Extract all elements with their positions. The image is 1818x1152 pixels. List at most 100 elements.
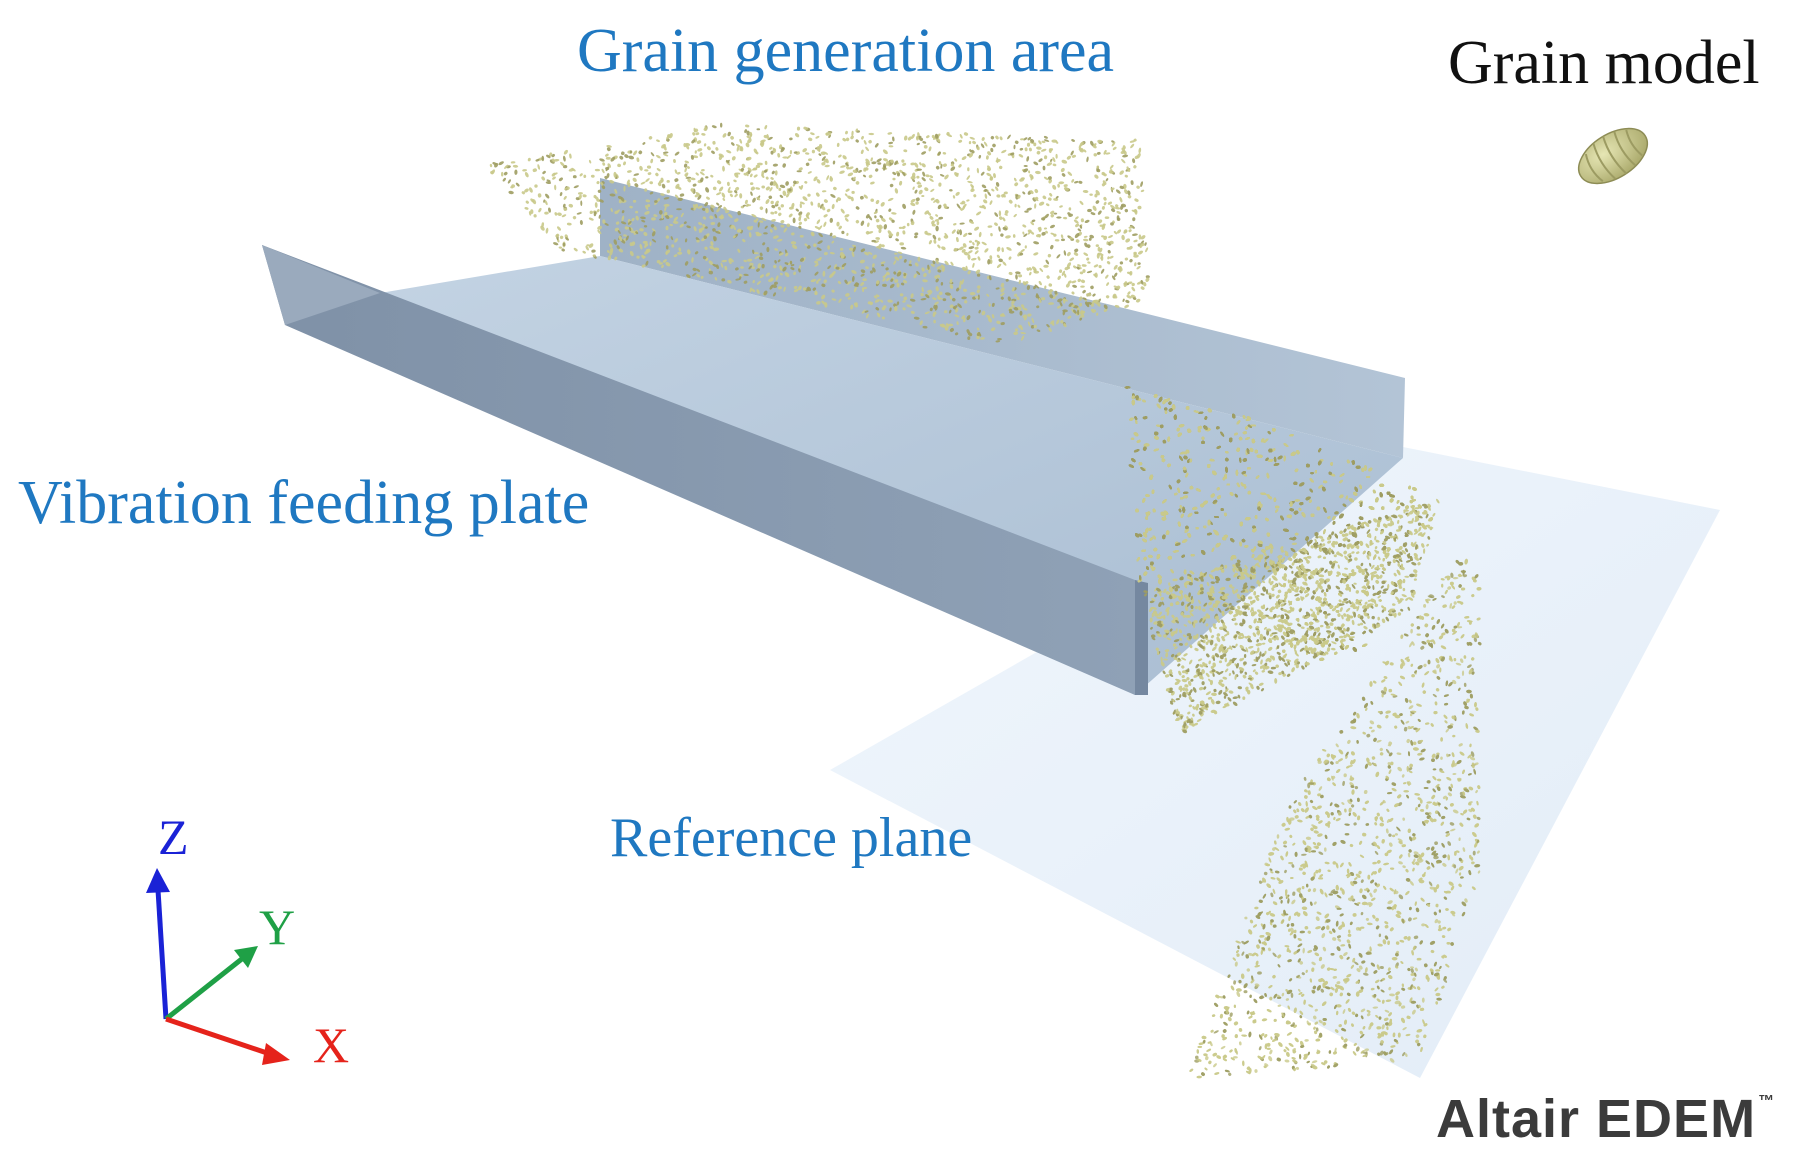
grain-particle [1086,257,1090,261]
grain-particle [981,137,985,141]
grain-particle [1045,259,1050,265]
grain-particle [1095,244,1099,248]
grain-particle [1052,157,1056,163]
grain-particle [594,202,598,208]
grain-particle [1134,262,1137,267]
grain-particle [956,237,959,243]
grain-particle [703,143,707,147]
grain-particle [1054,239,1060,242]
grain-particle [1000,233,1004,237]
grain-particle [974,226,980,231]
grain-particle [750,186,755,191]
grain-particle [795,208,799,212]
grain-particle [1097,210,1102,215]
grain-particle [569,153,572,159]
grain-particle [666,189,671,194]
grain-particle [576,212,582,215]
grain-particle [1033,252,1039,256]
grain-particle [1078,180,1083,184]
grain-particle [1105,178,1109,182]
grain-particle [860,195,864,200]
grain-particle [1024,147,1028,152]
grain-particle [901,159,905,163]
grain-particle [816,219,821,225]
grain-particle [912,209,916,215]
grain-particle [921,177,926,182]
grain-particle [1038,158,1043,163]
grain-particle [1056,254,1061,259]
grain-particle [817,278,821,282]
grain-particle [914,232,919,236]
grain-particle [772,163,778,167]
grain-particle [537,193,542,198]
grain-particle [824,164,830,168]
grain-particle [914,189,918,194]
grain-particle [845,130,848,135]
grain-particle [583,174,587,178]
grain-particle [924,187,929,192]
grain-particle [1061,238,1065,242]
reference-plane [830,446,1720,1078]
grain-particle [1022,231,1025,235]
grain-particle [896,283,900,288]
grain-particle [1137,262,1141,266]
grain-particle [1145,247,1149,253]
grain-particle [1096,312,1099,316]
grain-particle [791,232,795,236]
grain-particle [928,178,934,182]
grain-particle [601,168,605,174]
grain-particle [648,136,653,140]
grain-particle [597,189,602,193]
grain-particle [1066,155,1071,160]
grain-particle [788,206,794,210]
grain-particle [719,122,723,128]
grain-particle [632,199,637,203]
grain-particle [1066,283,1070,288]
grain-particle [1124,304,1129,309]
grain-particle [802,148,808,153]
grain-particle [524,172,529,178]
grain-particle [860,149,864,155]
grain-particle [770,200,774,205]
grain-particle [992,143,996,148]
grain-particle [1086,156,1089,163]
grain-particle [1057,183,1060,188]
grain-particle [1122,154,1129,158]
grain-particle [515,182,520,187]
grain-particle [868,139,872,144]
grain-particle [558,177,563,182]
grain-particle [722,133,727,138]
grain-particle [846,232,849,236]
grain-particle [553,242,559,246]
grain-particle [951,229,956,234]
grain-particle [1109,164,1114,169]
grain-particle [833,263,837,270]
grain-particle [577,192,583,195]
grain-particle [782,190,787,197]
grain-particle [880,201,885,207]
grain-particle [1048,283,1053,287]
grain-particle [639,165,643,171]
grain-particle [588,217,594,221]
grain-particle [635,210,639,214]
grain-particle [722,165,725,172]
grain-particle [814,263,819,267]
grain-particle [785,181,789,186]
grain-particle [753,174,758,178]
grain-particle [759,206,764,210]
grain-particle [935,214,939,217]
grain-particle [994,222,998,226]
grain-particle [831,203,835,210]
grain-particle [1125,238,1131,243]
grain-particle [823,221,827,228]
grain-particle [859,259,865,264]
grain-particle [974,246,979,250]
grain-particle [894,188,899,194]
grain-particle [722,197,726,201]
grain-particle [1006,246,1012,251]
grain-particle [1007,134,1011,140]
grain-particle [590,174,595,178]
grain-particle [721,259,728,263]
grain-particle [976,211,982,216]
